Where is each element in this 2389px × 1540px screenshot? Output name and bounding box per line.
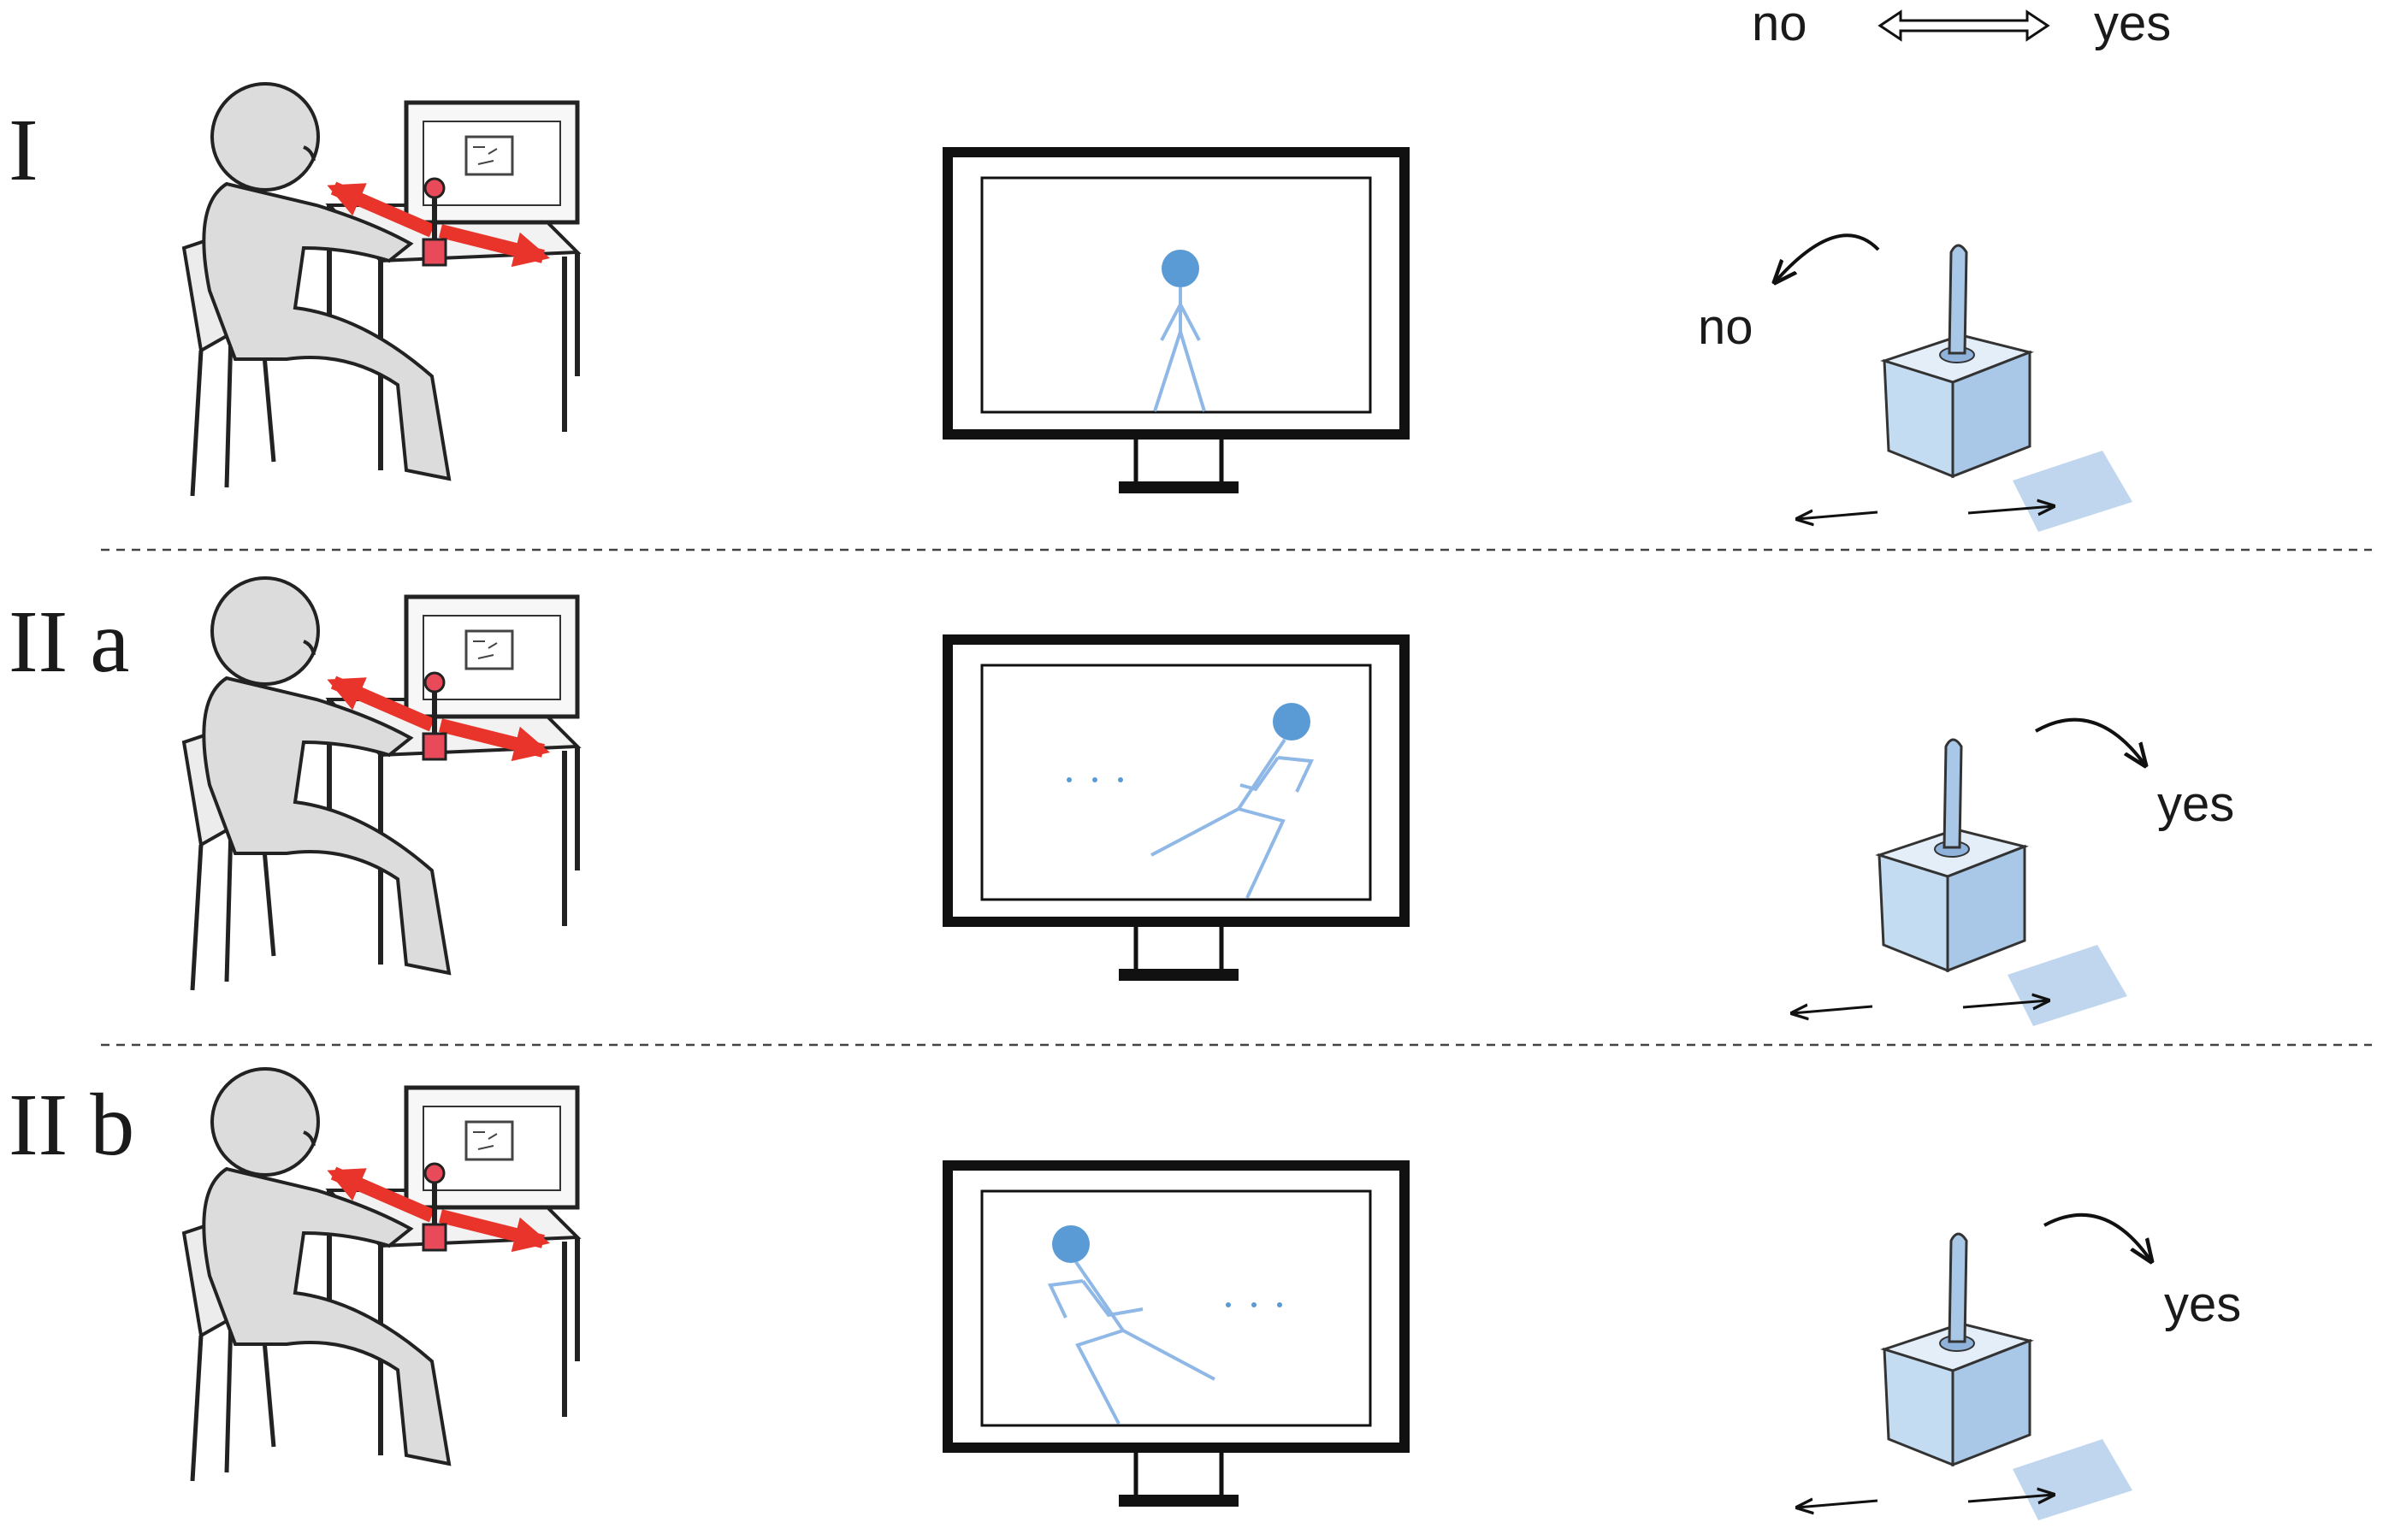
walking-right-figure	[1150, 703, 1315, 899]
monitor-icon	[948, 1165, 1404, 1507]
curved-arrow-icon	[1775, 233, 1880, 282]
person-at-computer-icon	[184, 1069, 577, 1481]
row-label: II a	[9, 593, 129, 691]
response-label: yes	[2157, 776, 2234, 832]
response-label: no	[1698, 299, 1753, 355]
row-label: I	[9, 101, 38, 199]
person-at-computer-icon	[184, 84, 577, 496]
joystick-icon	[1792, 740, 2127, 1026]
legend-no-label: no	[1752, 0, 1807, 51]
response-label: yes	[2164, 1277, 2241, 1332]
joystick-icon	[1797, 1234, 2132, 1520]
joystick-icon	[1797, 245, 2132, 532]
person-at-computer-icon	[184, 578, 577, 990]
walking-left-figure	[1048, 1225, 1215, 1425]
motion-dots	[1226, 1302, 1282, 1307]
monitor-icon	[948, 152, 1404, 493]
row-walking-right: II a yes	[9, 578, 2234, 1026]
row-standing: I no	[9, 84, 2132, 532]
standing-figure	[1153, 250, 1206, 412]
legend-yes-label: yes	[2094, 0, 2171, 51]
row-walking-left: II b yes	[9, 1069, 2241, 1520]
double-arrow-icon	[1877, 9, 2050, 42]
motion-dots	[1067, 777, 1123, 782]
row-label: II b	[9, 1076, 134, 1174]
curved-arrow-icon	[2035, 717, 2145, 765]
curved-arrow-icon	[2043, 1213, 2151, 1261]
monitor-icon	[948, 640, 1404, 981]
